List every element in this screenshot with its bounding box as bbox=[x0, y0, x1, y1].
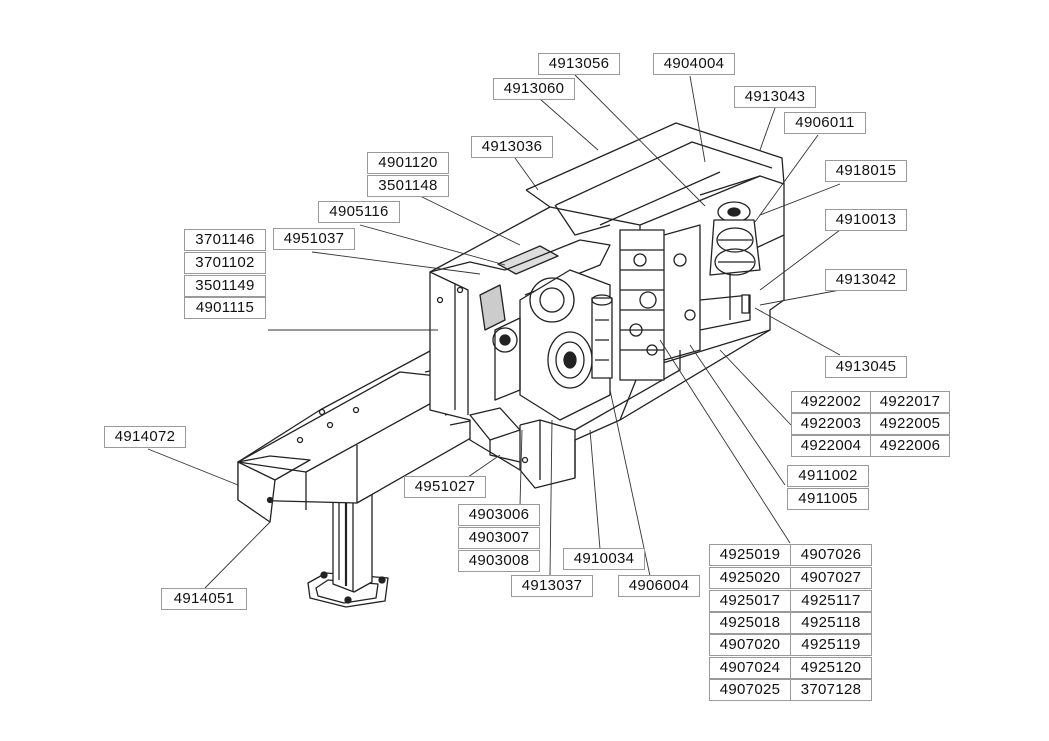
chip-tray bbox=[469, 407, 529, 464]
part-label-4922003: 4922003 bbox=[791, 413, 871, 435]
part-label-4905116: 4905116 bbox=[318, 201, 400, 223]
part-label-4925018: 4925018 bbox=[709, 612, 791, 634]
part-label-4925020: 4925020 bbox=[709, 567, 791, 589]
part-label-4913042: 4913042 bbox=[825, 269, 907, 291]
part-label-3501148: 3501148 bbox=[367, 175, 449, 197]
part-label-4925019: 4925019 bbox=[709, 544, 791, 566]
part-label-4901115: 4901115 bbox=[184, 297, 266, 319]
part-label-4925117: 4925117 bbox=[790, 590, 872, 612]
part-label-4925118: 4925118 bbox=[790, 612, 872, 634]
part-label-4911002: 4911002 bbox=[787, 465, 869, 487]
part-label-4910013: 4910013 bbox=[825, 209, 907, 231]
part-label-4907025: 4907025 bbox=[709, 679, 791, 701]
part-label-4925120: 4925120 bbox=[790, 657, 872, 679]
part-label-4922005: 4922005 bbox=[870, 413, 950, 435]
part-label-4907024: 4907024 bbox=[709, 657, 791, 679]
part-label-4903008: 4903008 bbox=[458, 550, 540, 572]
part-label-3707128: 3707128 bbox=[790, 679, 872, 701]
part-label-4904004: 4904004 bbox=[653, 53, 735, 75]
part-label-4922006: 4922006 bbox=[870, 435, 950, 457]
part-label-4922017: 4922017 bbox=[870, 391, 950, 413]
part-label-4951037: 4951037 bbox=[273, 228, 355, 250]
spindle-assembly bbox=[492, 269, 611, 421]
part-label-4913043: 4913043 bbox=[734, 86, 816, 108]
part-label-4906004: 4906004 bbox=[618, 575, 700, 597]
part-label-4925119: 4925119 bbox=[790, 634, 872, 656]
part-label-4914072: 4914072 bbox=[104, 426, 186, 448]
part-label-4907020: 4907020 bbox=[709, 634, 791, 656]
leader-lines bbox=[147, 74, 841, 589]
part-label-4918015: 4918015 bbox=[825, 160, 907, 182]
part-label-4914051: 4914051 bbox=[161, 588, 247, 610]
part-label-3701102: 3701102 bbox=[184, 252, 266, 274]
part-label-4907027: 4907027 bbox=[790, 567, 872, 589]
part-label-4903007: 4903007 bbox=[458, 527, 540, 549]
part-label-4903006: 4903006 bbox=[458, 504, 540, 526]
part-label-4913060: 4913060 bbox=[493, 78, 575, 100]
part-label-4901120: 4901120 bbox=[367, 152, 449, 174]
part-label-3701146: 3701146 bbox=[184, 229, 266, 251]
part-label-4922004: 4922004 bbox=[791, 435, 871, 457]
part-label-4913045: 4913045 bbox=[825, 356, 907, 378]
tool-turret bbox=[709, 201, 761, 314]
tool-column bbox=[591, 224, 701, 381]
part-label-4911005: 4911005 bbox=[787, 488, 869, 510]
part-label-4922002: 4922002 bbox=[791, 391, 871, 413]
part-label-4913036: 4913036 bbox=[471, 136, 553, 158]
part-label-4907026: 4907026 bbox=[790, 544, 872, 566]
part-label-4910034: 4910034 bbox=[563, 548, 645, 570]
part-label-4925017: 4925017 bbox=[709, 590, 791, 612]
part-label-4951027: 4951027 bbox=[404, 476, 486, 498]
part-label-4913056: 4913056 bbox=[538, 53, 620, 75]
part-label-4913037: 4913037 bbox=[511, 575, 593, 597]
part-label-4906011: 4906011 bbox=[784, 112, 866, 134]
part-label-3501149: 3501149 bbox=[184, 275, 266, 297]
